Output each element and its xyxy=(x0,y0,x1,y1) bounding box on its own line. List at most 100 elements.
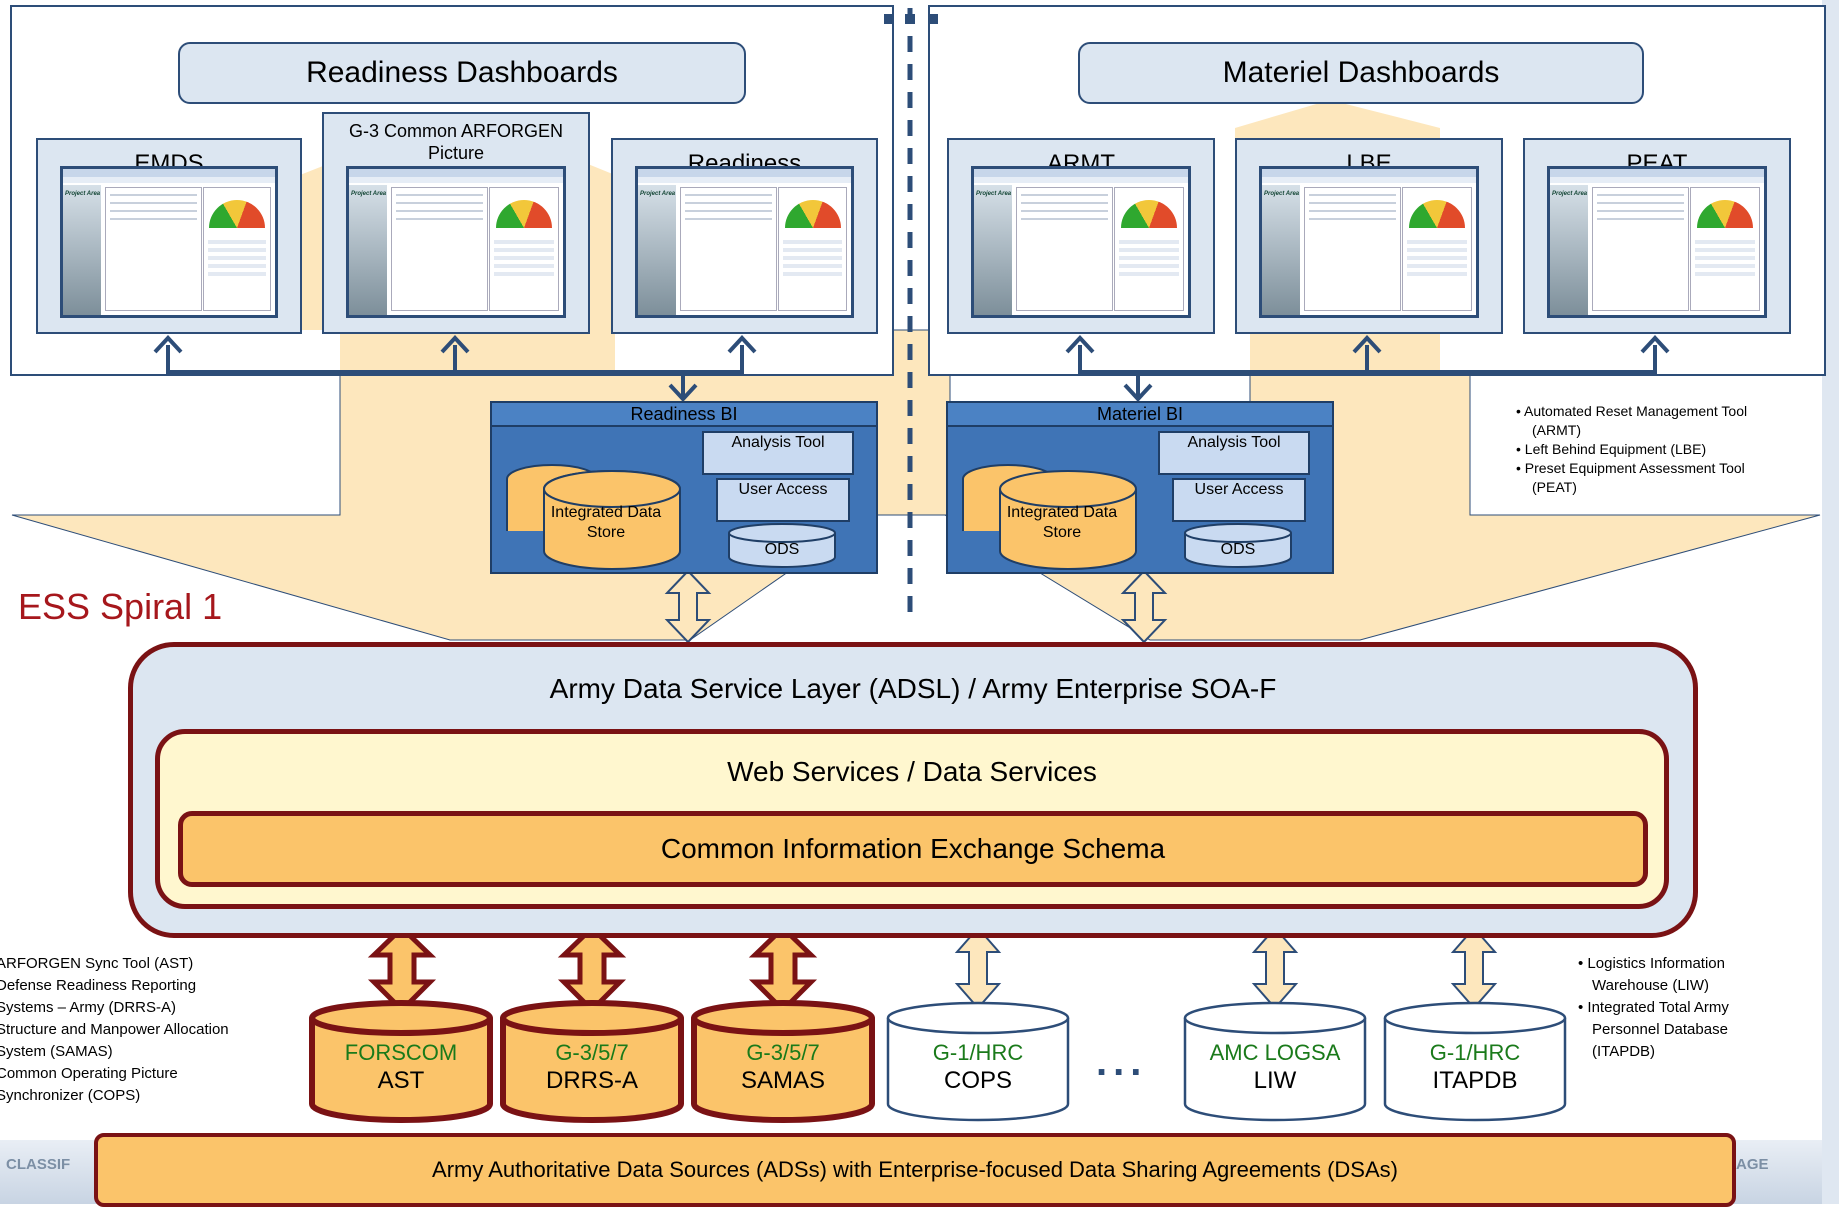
note-line: • Automated Reset Management Tool xyxy=(1516,403,1748,419)
analysis-tool-box[interactable]: Analysis Tool xyxy=(1158,431,1310,475)
dashboard-thumbnail: Project Area xyxy=(635,166,854,318)
source-owner: G-3/5/7 xyxy=(746,1040,820,1065)
source-owner: G-3/5/7 xyxy=(555,1040,629,1065)
more-sources-ellipsis: ... xyxy=(1096,1040,1148,1084)
source-name: ITAPDB xyxy=(1432,1067,1518,1094)
cops-double-arrow xyxy=(954,926,1002,1010)
bi-adsl-arrows xyxy=(664,569,1168,644)
dashboard-card-peat[interactable]: PEAT Project Area xyxy=(1523,138,1791,334)
bi-title: Materiel BI xyxy=(948,403,1332,427)
dashboard-card-arforgen[interactable]: G-3 Common ARFORGEN Picture Project Area xyxy=(322,112,590,334)
note-line: • Integrated Total Army xyxy=(1578,999,1729,1016)
ast-double-arrow xyxy=(367,924,437,1014)
source-db-cops[interactable]: G-1/HRC COPS xyxy=(885,1000,1071,1124)
authoritative-sources-text: Army Authoritative Data Sources (ADSs) w… xyxy=(432,1157,1398,1182)
source-owner: FORSCOM xyxy=(344,1040,458,1065)
gauge-icon xyxy=(1121,200,1177,228)
analysis-tool-box[interactable]: Analysis Tool xyxy=(702,431,854,475)
source-name: SAMAS xyxy=(740,1067,826,1094)
data-store-cylinders xyxy=(962,464,1137,570)
divider-dot xyxy=(905,14,915,24)
note-line: Synchronizer (COPS) xyxy=(0,1087,141,1104)
dashboard-thumbnail: Project Area xyxy=(1547,166,1767,318)
source-name: DRRS-A xyxy=(545,1067,638,1094)
materiel-connectors xyxy=(1065,335,1670,402)
dashboard-card-readiness[interactable]: Readiness Project Area xyxy=(611,138,878,334)
note-line: ARFORGEN Sync Tool (AST) xyxy=(0,955,194,972)
gauge-icon xyxy=(1697,200,1753,228)
source-db-samas[interactable]: G-3/5/7 SAMAS xyxy=(690,1000,876,1124)
right-source-notes: • Logistics Information Warehouse (LIW) … xyxy=(1578,953,1729,1063)
source-db-itapdb[interactable]: G-1/HRC ITAPDB xyxy=(1382,1000,1568,1124)
ess-spiral-label: ESS Spiral 1 xyxy=(18,586,223,627)
data-store-label: Integrated Data Store xyxy=(550,504,662,541)
gauge-icon xyxy=(784,200,841,228)
readiness-bi-double-arrow xyxy=(664,569,712,644)
source-name: COPS xyxy=(943,1067,1012,1094)
source-name: LIW xyxy=(1253,1067,1297,1094)
thumb-side-label: Project Area xyxy=(1264,191,1300,197)
classification-fragment: CLASSIF xyxy=(6,1156,71,1173)
dashboard-card-emds[interactable]: EMDS Project Area xyxy=(36,138,302,334)
drrs-double-arrow xyxy=(557,924,627,1014)
database-icon xyxy=(886,1001,1070,1122)
user-access-box[interactable]: User Access xyxy=(716,478,850,522)
materiel-header-text: Materiel Dashboards xyxy=(1222,56,1500,89)
divider-dot xyxy=(928,14,938,24)
note-line: Common Operating Picture xyxy=(0,1065,178,1082)
database-icon xyxy=(691,1000,875,1123)
dashboard-title: G-3 Common ARFORGEN Picture xyxy=(348,121,564,163)
source-db-liw[interactable]: AMC LOGSA LIW xyxy=(1182,1000,1368,1124)
gauge-icon xyxy=(209,200,265,228)
schema-title: Common Information Exchange Schema xyxy=(660,833,1166,864)
readiness-connectors xyxy=(153,335,757,402)
materiel-bi-box: Materiel BI Integrated Data Store Analys… xyxy=(946,401,1334,574)
samas-double-arrow xyxy=(748,924,818,1014)
ods-cylinder xyxy=(1184,523,1292,568)
dashboard-card-lbe[interactable]: LBE Project Area xyxy=(1235,138,1503,334)
materiel-bi-double-arrow xyxy=(1120,569,1168,644)
note-line: Structure and Manpower Allocation xyxy=(0,1021,229,1038)
note-line: Systems – Army (DRRS-A) xyxy=(0,999,177,1016)
note-line: (ITAPDB) xyxy=(1592,1043,1656,1060)
schema-layer: Common Information Exchange Schema xyxy=(178,811,1648,887)
itapdb-double-arrow xyxy=(1450,926,1498,1010)
thumb-side-label: Project Area xyxy=(65,191,101,197)
note-line: • Preset Equipment Assessment Tool xyxy=(1516,460,1745,476)
data-store-cylinders xyxy=(506,464,681,570)
liw-double-arrow xyxy=(1251,926,1299,1010)
source-db-drrs-a[interactable]: G-3/5/7 DRRS-A xyxy=(499,1000,685,1124)
dashboard-thumbnail: Project Area xyxy=(1259,166,1479,318)
source-owner: G-1/HRC xyxy=(932,1040,1024,1065)
adsl-layer: Army Data Service Layer (ADSL) / Army En… xyxy=(128,642,1698,938)
database-icon xyxy=(1183,1001,1367,1122)
note-line: (ARMT) xyxy=(1532,422,1581,438)
thumb-side-label: Project Area xyxy=(640,191,676,197)
thumb-side-label: Project Area xyxy=(1552,191,1588,197)
source-db-ast[interactable]: FORSCOM AST xyxy=(308,1000,494,1124)
left-source-notes: ARFORGEN Sync Tool (AST) Defense Readine… xyxy=(0,953,229,1107)
source-owner: G-1/HRC xyxy=(1429,1040,1521,1065)
source-arrows xyxy=(367,924,1498,1014)
materiel-dashboards-header: Materiel Dashboards xyxy=(1078,42,1644,104)
adsl-title: Army Data Service Layer (ADSL) / Army En… xyxy=(549,673,1277,704)
gauge-icon xyxy=(496,200,552,228)
thumb-side-label: Project Area xyxy=(351,191,387,197)
note-line: System (SAMAS) xyxy=(0,1043,113,1060)
user-access-box[interactable]: User Access xyxy=(1172,478,1306,522)
dashboard-thumbnail: Project Area xyxy=(60,166,278,318)
web-services-layer: Web Services / Data Services Common Info… xyxy=(155,729,1669,909)
note-line: (PEAT) xyxy=(1532,479,1577,495)
gauge-icon xyxy=(1409,200,1465,228)
ods-cylinder xyxy=(728,523,836,568)
materiel-notes: • Automated Reset Management Tool (ARMT)… xyxy=(1516,402,1747,497)
dashboard-thumbnail: Project Area xyxy=(971,166,1191,318)
data-store-label: Integrated Data Store xyxy=(1006,504,1118,541)
note-line: Personnel Database xyxy=(1592,1021,1728,1038)
authoritative-sources-bar: Army Authoritative Data Sources (ADSs) w… xyxy=(94,1133,1736,1207)
readiness-dashboards-header: Readiness Dashboards xyxy=(178,42,746,104)
dashboard-card-armt[interactable]: ARMT Project Area xyxy=(947,138,1215,334)
note-line: Warehouse (LIW) xyxy=(1592,977,1709,994)
readiness-header-text: Readiness Dashboards xyxy=(306,56,618,89)
